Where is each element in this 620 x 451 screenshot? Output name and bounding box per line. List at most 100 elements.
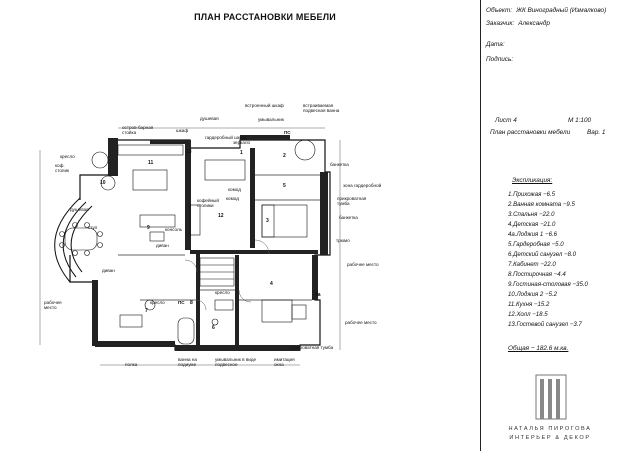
room-number: 8	[190, 300, 193, 306]
plan-label: рабочее место	[44, 300, 62, 310]
client-row: Заказчик:Александр	[486, 20, 550, 27]
legend-item: 5.Гардеробная −5.0	[508, 241, 564, 248]
client-value: Александр	[518, 20, 550, 27]
plan-label: умывальник	[258, 117, 284, 122]
wall-block	[190, 250, 318, 254]
wall-block	[235, 255, 239, 345]
legend-item: 13.Гостевой санузел −3.7	[508, 321, 582, 328]
room-number: 13	[186, 149, 192, 155]
plan-label: рабочее место	[345, 320, 377, 325]
plan-label: диван	[102, 268, 115, 273]
legend-list: 1.Прихожая −6.5 2.Ванная комната −9.5 3.…	[508, 190, 588, 330]
total-area: Общая − 182.6 м.кв.	[508, 345, 569, 352]
plan-label: стул	[88, 225, 98, 230]
logo-line1: НАТАЛЬЯ ПИРОГОВА	[508, 426, 592, 432]
plan-label: остров-барная стойка	[122, 125, 154, 135]
bath	[177, 317, 195, 345]
kitchen-counter	[117, 144, 184, 156]
room-number: 4a	[315, 292, 321, 298]
legend-item: 1.Прихожая −6.5	[508, 191, 556, 198]
wall-block	[312, 255, 318, 300]
title-block	[480, 0, 620, 451]
bay-window	[70, 205, 93, 273]
legend-item: 11.Кухня −15.2	[508, 301, 550, 308]
wall-block	[250, 148, 255, 248]
room-number: 9	[147, 225, 150, 231]
plan-label: комод	[228, 187, 241, 192]
legend-item: 4а.Лоджия 1 −6.6	[508, 231, 558, 238]
logo-mark-icon	[535, 374, 567, 420]
legend-item: 10.Лоджия 2 −5.2	[508, 291, 558, 298]
bay-window	[62, 201, 87, 278]
legend-item: 6.Детский санузел −8.0	[508, 251, 577, 258]
client-label: Заказчик:	[486, 20, 515, 27]
plan-label: умывальник в виде подвесное	[215, 357, 257, 367]
scale-label: М 1:100	[568, 117, 592, 124]
plan-label: банкетка	[339, 215, 358, 220]
plan-label: комод	[226, 196, 239, 201]
plan-label: консоль	[165, 227, 183, 232]
plan-label: ПС	[178, 300, 185, 305]
plan-label: трюмо	[336, 238, 350, 243]
plan-label: кофейный столики	[197, 198, 219, 208]
plan-title: ПЛАН РАССТАНОВКИ МЕБЕЛИ	[194, 12, 336, 22]
plan-label: шкаф	[176, 128, 189, 133]
plan-label: зеркало	[233, 140, 251, 145]
plan-label: прикроватная тумба	[290, 345, 334, 350]
bay-window	[54, 197, 81, 283]
plan-label: имитация окна	[274, 357, 295, 367]
plan-name: План расстановки мебели	[490, 129, 571, 136]
room-number: 3	[266, 218, 269, 224]
plan-label: прикроватная тумба	[337, 196, 367, 206]
room-number: 4	[270, 281, 273, 287]
plan-label: душевая	[70, 207, 89, 212]
wall-block	[175, 345, 300, 351]
legend-item: 2.Ванная комната −9.5	[508, 201, 575, 208]
wall-block	[185, 140, 191, 250]
wall-block	[95, 341, 175, 347]
room-number: 11	[148, 160, 154, 166]
plan-label: ПС	[284, 130, 291, 135]
legend-item: 9.Гостиная-столовая −35.0	[508, 281, 588, 288]
room-number: 2	[283, 153, 286, 159]
office-desk	[119, 314, 143, 328]
date-label: Дата:	[486, 41, 505, 48]
plan-label: диван	[156, 243, 169, 248]
kids-bed	[261, 299, 293, 323]
plan-label: кресло	[215, 290, 230, 295]
room-number: 10	[100, 180, 106, 186]
object-value: ЖК Виноградный (Измалково)	[516, 7, 607, 14]
legend-item: 7.Кабинет −22.0	[508, 261, 556, 268]
wall-block	[108, 138, 118, 176]
room-number: 12	[218, 213, 224, 219]
plan-label: душевая	[200, 116, 219, 121]
plan-label: кресло	[60, 154, 75, 159]
version-label: Вар. 1	[587, 129, 606, 136]
wall-block	[196, 250, 200, 345]
legend-item: 3.Спальня −22.0	[508, 211, 555, 218]
plan-label: рабочее место	[347, 262, 379, 267]
plan-label: встраиваемая подвесная ванна	[303, 103, 340, 113]
room-number: 5	[283, 183, 286, 189]
plan-label: полка	[125, 362, 138, 367]
round-bath	[294, 139, 316, 161]
object-row: Объект:ЖК Виноградный (Измалково)	[486, 7, 606, 14]
kitchen-island	[132, 169, 168, 191]
outer-wall-left	[79, 140, 113, 200]
wall-block	[240, 135, 290, 140]
room-number: 7	[145, 308, 148, 314]
sofa-furniture	[139, 214, 176, 228]
plan-label: гардеробный шкаф	[205, 135, 247, 140]
legend-item: 8.Постирочная −4.4	[508, 271, 566, 278]
wall-block	[92, 280, 98, 346]
plan-label: коф. столик	[55, 163, 70, 173]
plan-label: ванна на подиуме	[178, 357, 197, 367]
wall-block	[150, 140, 190, 144]
object-label: Объект:	[486, 7, 513, 14]
plan-label: зона гардеробной	[343, 183, 382, 188]
sheet-label: Лист 4	[495, 117, 517, 124]
plan-label: банкетка	[330, 162, 349, 167]
room-number: 6	[212, 325, 215, 331]
legend-item: 4.Детская −21.0	[508, 221, 556, 228]
